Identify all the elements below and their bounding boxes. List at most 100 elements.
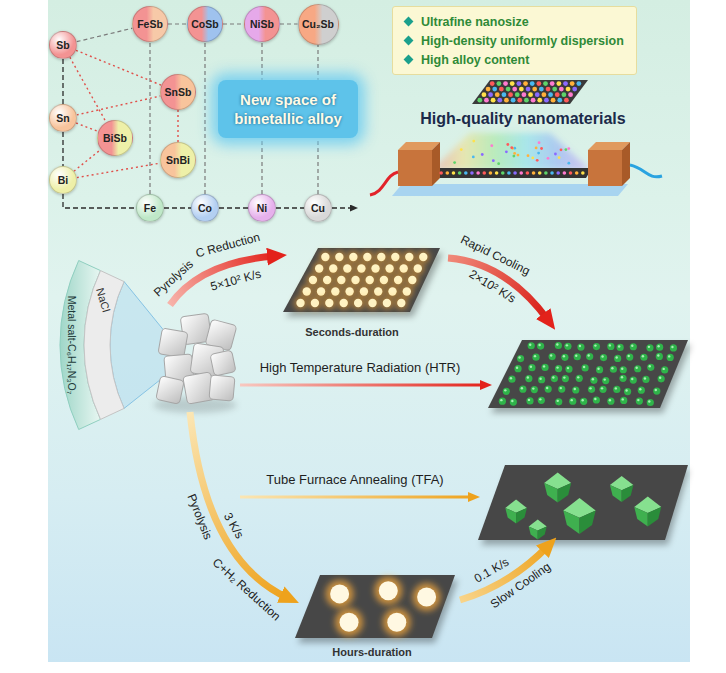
hot-particle xyxy=(383,299,391,307)
alloy-particle xyxy=(545,385,552,392)
alloy-particle xyxy=(477,98,482,103)
alloy-particle xyxy=(492,87,497,92)
hot-particle xyxy=(315,264,323,272)
alloy-particle xyxy=(658,375,665,382)
particle-glow xyxy=(413,583,441,611)
particle-glow xyxy=(321,274,334,287)
rate-label: 5×10² K/s xyxy=(209,268,263,295)
spark-dot xyxy=(567,147,570,150)
particle-highlight xyxy=(556,366,558,368)
duration-label: Seconds-duration xyxy=(305,326,399,339)
hot-particle xyxy=(335,253,343,261)
hot-particle xyxy=(343,264,351,272)
particle-highlight xyxy=(621,376,623,378)
alloy-particle xyxy=(642,376,649,383)
particle-group xyxy=(294,81,677,636)
element-symbol: Cu₂Sb xyxy=(302,18,334,30)
particle-glow xyxy=(400,285,413,298)
particle-glow xyxy=(355,262,368,275)
particle-highlight xyxy=(637,399,639,401)
connector-line xyxy=(223,23,244,24)
alloy-particle xyxy=(620,397,627,404)
feature-text: High-density uniformly dispersion xyxy=(421,34,624,48)
carbon-sheet xyxy=(295,575,455,638)
alloy-particle xyxy=(532,171,536,175)
alloy-particle xyxy=(503,81,508,86)
alloy-particle xyxy=(559,87,564,92)
particle-glow xyxy=(323,297,336,310)
wire xyxy=(370,172,398,195)
htr-arrow xyxy=(240,384,486,387)
salt-cube xyxy=(156,376,184,404)
spark-dot xyxy=(564,148,567,151)
particle-highlight xyxy=(657,345,659,347)
alloy-particle xyxy=(515,92,520,97)
alloy-particle xyxy=(528,342,535,349)
element-symbol: Cu xyxy=(311,202,325,214)
particle-highlight xyxy=(625,389,627,391)
alloy-particle xyxy=(575,171,579,175)
alloy-particle xyxy=(538,376,545,383)
particle-highlight xyxy=(560,387,562,389)
alloy-particle xyxy=(576,375,583,382)
tfa-arrow xyxy=(240,496,474,499)
alloy-particle xyxy=(593,343,600,350)
alloy-particle xyxy=(552,87,557,92)
alloy-particle xyxy=(624,388,631,395)
connector-line xyxy=(77,96,161,115)
alloy-particle xyxy=(510,81,515,86)
copper-electrode xyxy=(588,150,622,186)
spark-dot xyxy=(490,144,493,147)
alloy-particle xyxy=(484,98,489,103)
arrow-label: Pyrolysis xyxy=(152,258,197,300)
particle-highlight xyxy=(579,345,581,347)
particle-highlight xyxy=(532,387,534,389)
arrow-label: C+H₂ Reduction xyxy=(209,556,282,624)
alloy-particle xyxy=(640,354,647,361)
particle-highlight xyxy=(563,376,565,378)
alloy-particle xyxy=(563,171,567,175)
spark-dot xyxy=(540,147,543,150)
connector-line xyxy=(77,28,133,42)
feature-text: Ultrafine nanosize xyxy=(421,15,529,29)
connector-line xyxy=(219,207,248,208)
particle-glow xyxy=(389,250,402,263)
alloy-circle: Cu₂Sb xyxy=(298,4,339,45)
alloy-particle xyxy=(537,342,544,349)
hot-particle xyxy=(331,287,339,295)
alloy-particle xyxy=(489,171,493,175)
spark-dot xyxy=(472,140,475,143)
carbon-sheet xyxy=(472,80,588,104)
spark-dot xyxy=(460,148,463,151)
alloy-particle xyxy=(526,397,533,404)
alloy-particle xyxy=(561,354,568,361)
particle-highlight xyxy=(566,344,568,346)
particle-highlight xyxy=(538,344,540,346)
alloy-particle xyxy=(634,365,641,372)
connector-line xyxy=(280,23,298,24)
particle-highlight xyxy=(530,365,532,367)
bullet-diamond xyxy=(404,36,414,46)
arrow-label: Pyrolysis xyxy=(184,492,215,542)
particle-highlight xyxy=(521,387,523,389)
particle-highlight xyxy=(574,388,576,390)
alloy-particle xyxy=(452,171,456,175)
spark-dot xyxy=(512,155,515,158)
cooling-arrow xyxy=(448,258,548,320)
particle-highlight xyxy=(601,387,603,389)
alloy-particle xyxy=(528,92,533,97)
particle-glow xyxy=(366,297,379,310)
hot-particle xyxy=(296,299,304,307)
hot-particle xyxy=(377,253,385,261)
precursor-label: Metal salt-C₆H₁₇N₃O₇ xyxy=(66,296,78,395)
particle-highlight xyxy=(557,400,559,402)
particle-glow xyxy=(377,274,390,287)
particle-highlight xyxy=(577,376,579,378)
alloy-particle xyxy=(482,92,487,97)
alloy-particle xyxy=(535,92,540,97)
hot-particle xyxy=(321,253,329,261)
bullet-diamond xyxy=(404,17,414,27)
particle-glow xyxy=(326,580,354,608)
particle-highlight xyxy=(589,387,591,389)
particle-highlight xyxy=(516,367,518,369)
